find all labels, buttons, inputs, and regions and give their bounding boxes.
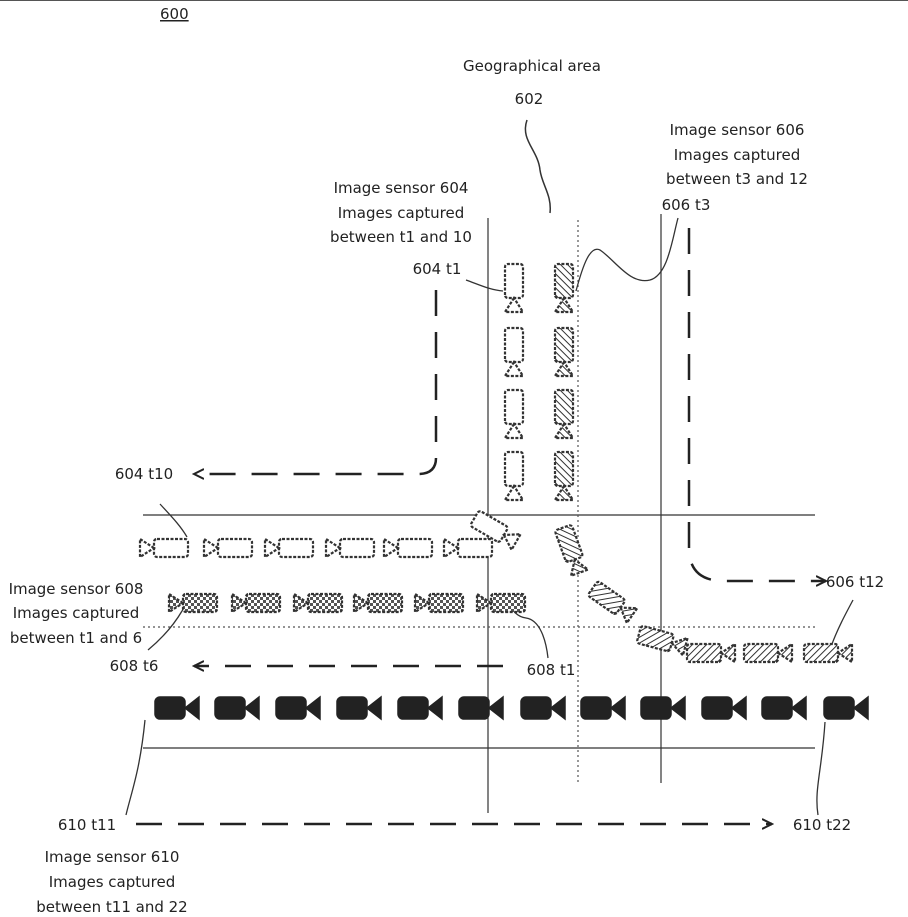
area-title: Geographical area xyxy=(463,57,601,75)
camera-606-icon xyxy=(552,388,576,440)
camera-608-icon xyxy=(413,591,465,615)
camera-610-icon xyxy=(761,695,807,721)
camera-610-icon xyxy=(154,695,200,721)
sensor-610-end-label: 610 t22 xyxy=(793,816,851,834)
sensor-610-start-label: 610 t11 xyxy=(58,816,116,834)
camera-606-icon xyxy=(587,580,640,626)
svg-text:Image sensor 610: Image sensor 610 xyxy=(45,848,180,866)
sensor-604-end-label: 604 t10 xyxy=(115,465,173,483)
camera-604-icon xyxy=(469,510,523,553)
camera-606-icon xyxy=(685,641,737,665)
camera-610-icon xyxy=(640,695,686,721)
camera-604-icon xyxy=(502,262,526,314)
vehicle-icons xyxy=(138,262,869,721)
camera-610-icon xyxy=(701,695,747,721)
camera-610-icon xyxy=(458,695,504,721)
area-ref: 602 xyxy=(515,90,544,108)
svg-text:between t1 and 6: between t1 and 6 xyxy=(10,629,142,647)
camera-606-icon xyxy=(636,625,690,658)
sensor-608-label: Image sensor 608 Images captured between… xyxy=(9,580,144,647)
camera-608-icon xyxy=(230,591,282,615)
camera-606-icon xyxy=(554,524,591,578)
camera-604-icon xyxy=(324,536,376,560)
sensor-610-label: Image sensor 610 Images captured between… xyxy=(36,848,187,916)
sensor-606-label: Image sensor 606 Images captured between… xyxy=(666,121,808,188)
camera-604-icon xyxy=(263,536,315,560)
svg-text:between t1 and 10: between t1 and 10 xyxy=(330,228,472,246)
camera-604-icon xyxy=(502,326,526,378)
camera-604-icon xyxy=(502,450,526,502)
svg-text:Image sensor 604: Image sensor 604 xyxy=(334,179,469,197)
camera-606-icon xyxy=(552,450,576,502)
camera-610-icon xyxy=(214,695,260,721)
sensor-608-start-label: 608 t1 xyxy=(527,661,576,679)
path-arrow-606 xyxy=(687,228,826,581)
sensor-606-start-label: 606 t3 xyxy=(662,196,711,214)
svg-text:Images captured: Images captured xyxy=(13,604,140,622)
lane-lines xyxy=(143,220,815,783)
figure-number: 600 xyxy=(160,5,189,23)
camera-606-icon xyxy=(552,326,576,378)
camera-604-icon xyxy=(382,536,434,560)
camera-608-icon xyxy=(352,591,404,615)
svg-text:Image sensor 606: Image sensor 606 xyxy=(670,121,805,139)
camera-604-icon xyxy=(442,536,494,560)
sensor-608-end-label: 608 t6 xyxy=(110,657,159,675)
area-leader xyxy=(524,119,551,214)
svg-text:Image sensor 608: Image sensor 608 xyxy=(9,580,144,598)
svg-text:Images captured: Images captured xyxy=(49,873,176,891)
camera-604-icon xyxy=(202,536,254,560)
camera-608-icon xyxy=(167,591,219,615)
camera-606-icon xyxy=(802,641,854,665)
camera-606-icon xyxy=(552,262,576,314)
svg-text:between t11 and 22: between t11 and 22 xyxy=(36,898,187,916)
camera-610-icon xyxy=(580,695,626,721)
sensor-604-label: Image sensor 604 Images captured between… xyxy=(330,179,472,246)
camera-610-icon xyxy=(397,695,443,721)
camera-608-icon xyxy=(475,591,527,615)
sensor-604-start-label: 604 t1 xyxy=(413,260,462,278)
svg-text:between t3 and 12: between t3 and 12 xyxy=(666,170,808,188)
camera-610-icon xyxy=(520,695,566,721)
camera-610-icon xyxy=(823,695,869,721)
camera-606-icon xyxy=(742,641,794,665)
top-border xyxy=(0,0,908,1)
path-arrow-604 xyxy=(194,290,438,474)
camera-604-icon xyxy=(502,388,526,440)
camera-604-icon xyxy=(138,536,190,560)
sensor-606-end-label: 606 t12 xyxy=(826,573,884,591)
svg-text:Images captured: Images captured xyxy=(338,204,465,222)
camera-608-icon xyxy=(292,591,344,615)
camera-610-icon xyxy=(275,695,321,721)
svg-text:Images captured: Images captured xyxy=(674,146,801,164)
camera-610-icon xyxy=(336,695,382,721)
